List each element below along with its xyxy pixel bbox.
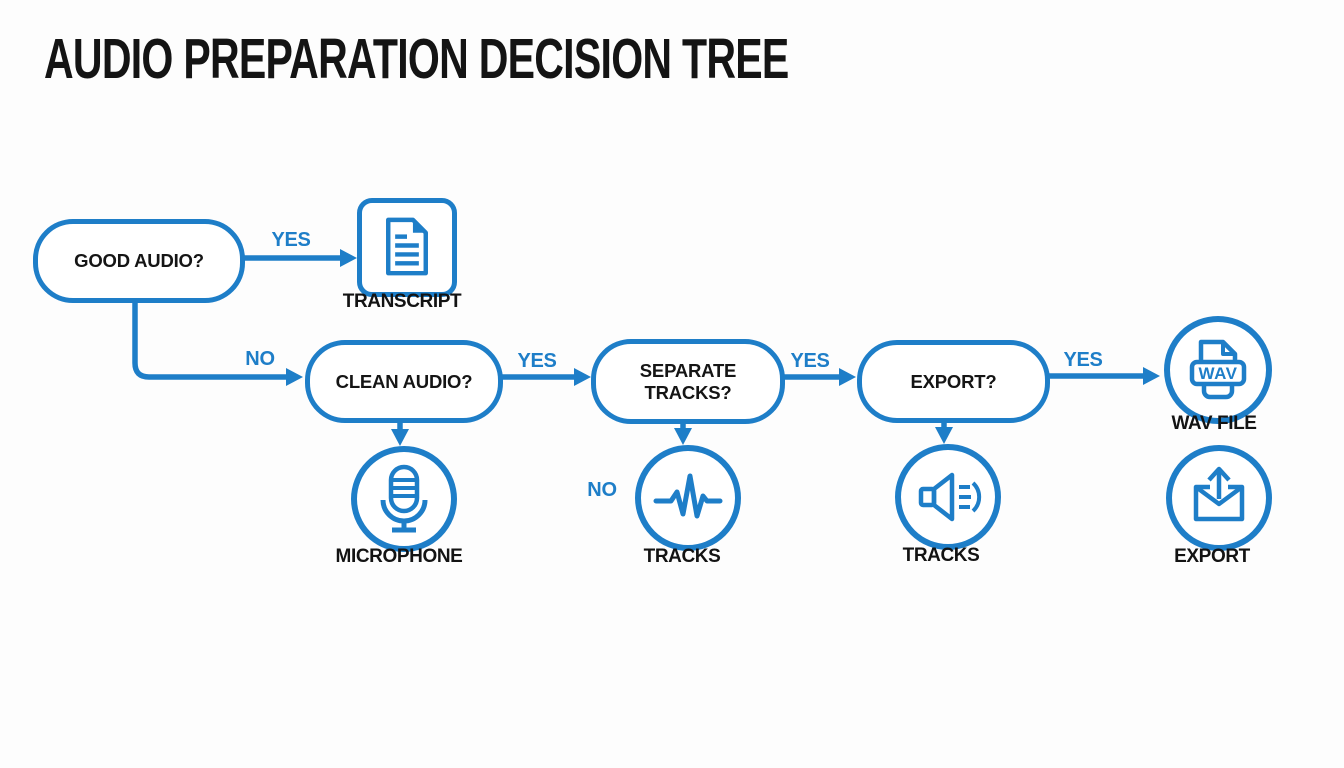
terminal-tracks-speaker [895, 444, 1001, 550]
arrowhead-icon [340, 249, 357, 267]
wav-badge-text: WAV [1199, 364, 1238, 383]
edge-good-to-clean [132, 293, 286, 380]
terminal-transcript-label: TRANSCRIPT [342, 291, 462, 312]
edge-label-yes-export: YES [790, 350, 830, 372]
terminal-microphone-label: MICROPHONE [335, 546, 463, 567]
terminal-export-label: EXPORT [1174, 546, 1250, 567]
edge-label-yes-transcript: YES [271, 229, 311, 251]
node-clean-audio: CLEAN AUDIO? [305, 340, 503, 423]
node-good-audio: GOOD AUDIO? [33, 219, 245, 303]
arrowhead-icon [674, 428, 692, 445]
terminal-transcript [357, 198, 457, 297]
export-envelope-icon [1193, 466, 1245, 522]
microphone-icon [380, 464, 428, 533]
edge-label-yes-wav: YES [1063, 349, 1103, 371]
arrowhead-icon [1143, 367, 1160, 385]
terminal-tracks-wave [635, 445, 741, 551]
terminal-tracks-speaker-label: TRACKS [902, 545, 980, 566]
arrowhead-icon [839, 368, 856, 386]
edge-label-no-tracks: NO [587, 479, 617, 501]
terminal-tracks-wave-label: TRACKS [643, 546, 721, 567]
node-separate-tracks: SEPARATE TRACKS? [591, 339, 785, 424]
terminal-microphone [351, 446, 457, 552]
waveform-icon [653, 473, 723, 519]
terminal-wav-file: WAV [1164, 316, 1272, 424]
node-export-label: EXPORT? [910, 370, 997, 392]
page-title: AUDIO PREPARATION DECISION TREE [44, 27, 789, 91]
edge-label-no-clean: NO [245, 348, 275, 370]
edge-label-yes-separate: YES [517, 350, 557, 372]
node-good-audio-label: GOOD AUDIO? [74, 250, 204, 272]
terminal-wav-file-label: WAV FILE [1171, 413, 1257, 434]
speaker-icon [918, 472, 982, 522]
arrowhead-icon [574, 368, 591, 386]
terminal-export [1166, 445, 1272, 551]
node-separate-tracks-label: SEPARATE TRACKS? [639, 360, 737, 403]
arrowhead-icon [391, 429, 409, 446]
node-clean-audio-label: CLEAN AUDIO? [335, 370, 473, 392]
document-icon [386, 217, 428, 276]
arrowhead-icon [286, 368, 303, 386]
wav-file-icon: WAV [1189, 339, 1247, 400]
node-export: EXPORT? [857, 340, 1050, 423]
arrowhead-icon [935, 427, 953, 444]
